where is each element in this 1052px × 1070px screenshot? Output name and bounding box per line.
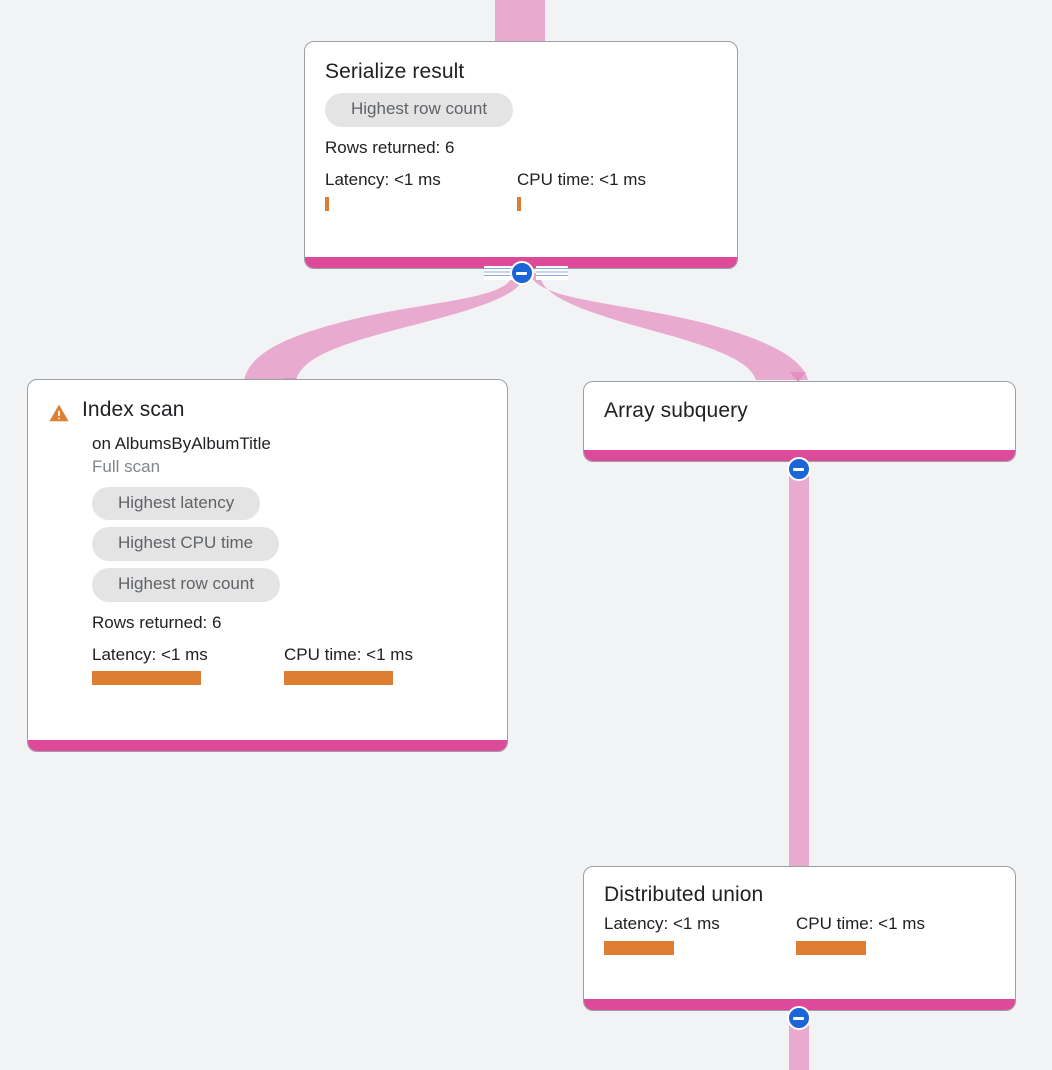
chip-highest-cpu-time: Highest CPU time: [92, 527, 280, 561]
node-index-scan[interactable]: Index scan on AlbumsByAlbumTitle Full sc…: [27, 379, 508, 752]
metric-cpu-time-track: [284, 671, 413, 686]
metric-latency-label: Latency: <1 ms: [604, 914, 720, 934]
metric-latency-track: [604, 940, 796, 955]
node-array-subquery-title-row: Array subquery: [604, 399, 995, 423]
warning-triangle-icon: [49, 404, 69, 422]
node-title: Distributed union: [604, 883, 764, 906]
rows-returned: Rows returned: 6: [92, 612, 222, 632]
metric-cpu-time-label: CPU time: <1 ms: [284, 644, 413, 664]
metric-cpu-time-label: CPU time: <1 ms: [517, 169, 646, 189]
node-serialize-result[interactable]: Serialize result Highest row count Rows …: [304, 41, 738, 269]
metric-cpu-time: CPU time: <1 ms: [284, 644, 413, 686]
metric-cpu-time: CPU time: <1 ms: [796, 914, 925, 955]
rows-returned: Rows returned: 6: [325, 137, 455, 157]
metric-latency: Latency: <1 ms: [92, 644, 284, 686]
node-distributed-union-metrics: Latency: <1 ms CPU time: <1 ms: [604, 914, 995, 955]
metric-cpu-time-label: CPU time: <1 ms: [796, 914, 925, 934]
node-title: Index scan: [82, 398, 185, 421]
node-distributed-union[interactable]: Distributed union Latency: <1 ms CPU tim…: [583, 866, 1016, 1011]
node-index-scan-detail: Full scan: [92, 457, 161, 477]
node-array-subquery[interactable]: Array subquery: [583, 381, 1016, 462]
collapse-minus-icon-array-subquery[interactable]: [787, 457, 811, 481]
node-distributed-union-body: Distributed union Latency: <1 ms CPU tim…: [584, 867, 1015, 967]
edge-incoming-to-serialize-result: [495, 0, 545, 42]
metric-cpu-time-bar: [517, 196, 521, 211]
metric-latency-label: Latency: <1 ms: [92, 644, 208, 664]
toggle-rail-right: [536, 266, 568, 280]
metric-cpu-time-bar: [284, 671, 393, 686]
metric-cpu-time-bar: [796, 940, 866, 955]
edge-serialize-result-to-index-scan: [244, 272, 524, 380]
metric-latency-bar: [325, 196, 329, 211]
collapse-minus-icon-serialize-result[interactable]: [510, 261, 534, 285]
node-index-scan-subtitle: on AlbumsByAlbumTitle: [92, 434, 271, 453]
edge-serialize-result-to-array-subquery: [530, 272, 808, 380]
edge-array-subquery-to-distributed-union: [789, 466, 809, 868]
metric-latency-track: [92, 671, 284, 686]
metric-latency-bar: [92, 671, 201, 686]
node-index-scan-title-row: Index scan: [48, 398, 487, 424]
metric-cpu-time-track: [517, 196, 646, 211]
node-index-scan-metrics: Latency: <1 ms CPU time: <1 ms: [92, 644, 487, 686]
metric-cpu-time: CPU time: <1 ms: [517, 169, 646, 211]
metric-latency: Latency: <1 ms: [325, 169, 517, 211]
metric-latency-track: [325, 196, 517, 211]
metric-latency-label: Latency: <1 ms: [325, 169, 441, 189]
metric-latency-bar: [604, 940, 674, 955]
node-serialize-result-metrics: Latency: <1 ms CPU time: <1 ms: [325, 169, 717, 211]
node-distributed-union-title-row: Distributed union: [604, 883, 995, 907]
node-array-subquery-footer: [584, 450, 1015, 461]
chip-highest-row-count: Highest row count: [92, 567, 281, 602]
node-serialize-result-chips: Highest row count: [325, 93, 717, 134]
collapse-minus-icon-distributed-union[interactable]: [787, 1006, 811, 1030]
node-array-subquery-body: Array subquery: [584, 382, 1015, 435]
chip-highest-row-count: Highest row count: [325, 93, 514, 127]
node-index-scan-chips: Highest latency Highest CPU time Highest…: [92, 486, 487, 609]
node-serialize-result-body: Serialize result Highest row count Rows …: [305, 42, 737, 225]
node-title: Array subquery: [604, 399, 748, 422]
metric-latency: Latency: <1 ms: [604, 914, 796, 955]
chip-highest-latency: Highest latency: [92, 486, 261, 521]
node-serialize-result-title-row: Serialize result: [325, 60, 717, 84]
node-title: Serialize result: [325, 60, 465, 83]
metric-cpu-time-track: [796, 940, 925, 955]
node-distributed-union-footer: [584, 999, 1015, 1010]
node-index-scan-body: Index scan on AlbumsByAlbumTitle Full sc…: [28, 380, 507, 699]
node-index-scan-footer: [28, 740, 507, 751]
